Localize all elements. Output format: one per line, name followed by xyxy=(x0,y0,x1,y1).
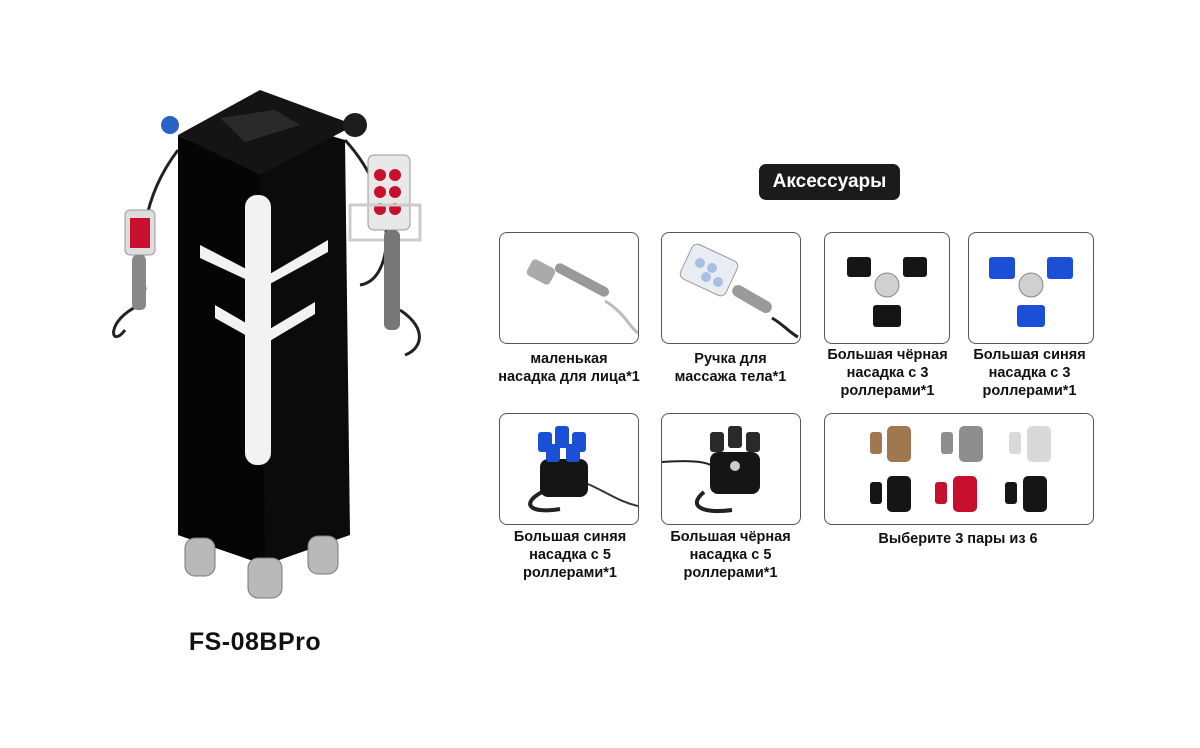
model-name: FS-08BPro xyxy=(188,628,322,656)
caption-face-handle: маленькая насадка для лица*1 xyxy=(498,351,640,385)
tri-roller-black-image xyxy=(847,257,927,327)
accessory-card-tri-roller-black xyxy=(824,232,950,344)
caption-tri-roller-blue: Большая синяя насадка с 3 роллерами*1 xyxy=(973,347,1086,399)
accessory-card-five-roller-black xyxy=(661,413,801,525)
accessory-card-tri-roller-blue xyxy=(968,232,1094,344)
caption-five-roller-black: Большая чёрная насадка с 5 роллерами*1 xyxy=(670,529,791,581)
five-roller-blue-image xyxy=(528,426,638,513)
tri-roller-blue-image xyxy=(989,257,1073,327)
face-handle-image xyxy=(526,259,638,335)
accessory-card-face-handle xyxy=(499,232,639,344)
beauty-machine-image xyxy=(100,80,430,610)
caption-roller-set: Выберите 3 пары из 6 xyxy=(878,531,1038,547)
five-roller-black-image xyxy=(662,426,760,513)
body-handle-image xyxy=(679,243,799,339)
caption-body-handle: Ручка для массажа тела*1 xyxy=(674,351,787,385)
accessory-card-body-handle xyxy=(661,232,801,344)
caption-five-roller-blue: Большая синяя насадка с 5 роллерами*1 xyxy=(513,529,627,581)
accessory-card-five-roller-blue xyxy=(499,413,639,525)
caption-tri-roller-black: Большая чёрная насадка с 3 роллерами*1 xyxy=(827,347,948,399)
accessory-card-roller-set xyxy=(824,413,1094,525)
section-title-badge: Аксессуары xyxy=(759,164,900,200)
roller-set-image xyxy=(870,426,1051,512)
